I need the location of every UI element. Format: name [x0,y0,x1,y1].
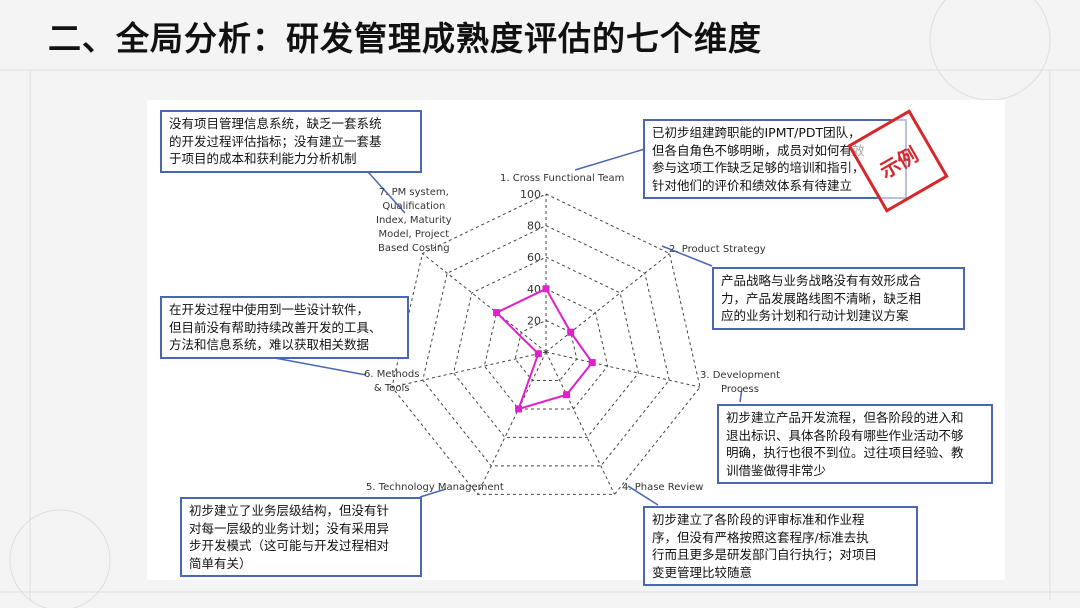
axis-label-line: 6. Methods [364,369,420,380]
note-line: 的开发过程评估指标；没有建立一套基 [169,133,382,149]
note-line: 行而且更多是研发部门自行执行；对项目 [652,547,878,562]
note-line: 训借鉴做得非常少 [726,462,827,478]
note-line: 没有项目管理信息系统，缺乏一套系统 [169,116,382,131]
tick-label: 80 [527,220,541,233]
axis-spoke [545,253,670,353]
axis-label: 6. Methods & Tools [364,368,419,396]
note-development-process: 初步建立产品开发流程，但各阶段的进入和退出标识、具体各阶段有哪些作业活动不够明确… [717,404,993,484]
note-line: 但目前没有帮助持续改善开发的工具、 [169,319,382,335]
note-product-strategy: 产品战略与业务战略没有有效形成合力，产品发展路线图不清晰，缺乏相应的业务计划和行… [712,267,965,330]
grid-ring [391,193,701,495]
data-point [542,285,550,293]
note-line: 对每一层级的业务计划；没有采用异 [189,520,390,536]
axis-label-line: Model, Project [378,229,450,240]
note-line: 针对他们的评价和绩效体系有待建立 [652,177,853,193]
axis-spoke [391,351,547,388]
axis-label-line: Process [721,384,759,395]
note-line: 于项目的成本和获利能力分析机制 [169,151,357,166]
series-line [494,287,594,411]
axis-spoke [422,253,547,353]
data-point [493,309,501,317]
note-connector [739,387,743,403]
axis-label-line: 2. Product Strategy [669,244,766,255]
axis-label-line: 4. Phase Review [622,482,704,493]
note-line: 明确，执行也很不到位。过往项目经验、教 [726,445,964,460]
note-line: 方法和信息系统，难以获取相关数据 [169,337,370,352]
axis-label-line: 3. Development [700,370,781,381]
note-line: 产品战略与业务战略没有有效形成合 [721,273,922,288]
axis-label: 1. Cross Functional Team [500,172,624,186]
note-connector [627,485,659,506]
axis-label: 2. Product Strategy [669,243,766,257]
note-line: 变更管理比较随意 [652,564,753,580]
note-connector [419,488,447,498]
note-line: 应的业务计划和行动计划建议方案 [721,308,909,323]
page-title: 二、全局分析：研发管理成熟度评估的七个维度 [48,19,762,58]
grid-ring [422,225,670,467]
note-connector [263,355,367,376]
grid-ring [514,319,578,381]
note-technology-management: 初步建立了业务层级结构，但没有针对每一层级的业务计划；没有采用异步开发模式（这可… [180,497,422,577]
note-line: 初步建立产品开发流程，但各阶段的进入和 [726,410,964,425]
note-connector [661,245,713,267]
tick-label: 20 [527,314,541,327]
note-line: 退出标识、具体各阶段有哪些作业活动不够 [726,427,964,443]
axis-label-line: 1. Cross Functional Team [500,173,625,184]
axis-label-line: Based Costing [378,243,450,254]
note-line: 序，但没有严格按照这套程序/标准去执 [652,529,869,545]
axis-label-line: Qualification [382,201,446,212]
note-line: 力，产品发展路线图不清晰，缺乏相 [721,290,922,306]
axis-spoke [545,351,616,495]
axis-label-line: 7. PM system, [378,187,449,198]
axis-spoke [476,351,547,495]
note-pm-system: 没有项目管理信息系统，缺乏一套系统的开发过程评估指标；没有建立一套基于项目的成本… [160,110,422,173]
note-line: 在开发过程中使用到一些设计软件， [169,302,370,317]
tick-label: 100 [520,188,541,201]
data-point [567,328,575,336]
note-connector [574,147,649,171]
axis-spoke [545,351,701,388]
note-line: 简单有关） [189,555,252,571]
note-line: 步开发模式（这可能与开发过程相对 [189,538,390,553]
note-line: 已初步组建跨职能的IPMT/PDT团队， [652,125,861,140]
tick-label: 60 [527,251,541,264]
data-point [588,359,596,367]
note-line: 但各自角色不够明晰，成员对如何有效 [652,142,865,158]
axis-label: 5. Technology Management [366,481,504,495]
data-point [515,405,523,413]
note-line: 参与这项工作缺乏足够的培训和指引， [652,160,865,175]
data-point [563,391,571,399]
grid-ring [483,288,609,410]
note-phase-review: 初步建立了各阶段的评审标准和作业程序，但没有严格按照这套程序/标准去执行而且更多… [643,506,918,586]
axis-label-line: 5. Technology Management [366,482,504,493]
axis-label: 4. Phase Review [622,481,703,495]
note-line: 初步建立了各阶段的评审标准和作业程 [652,512,865,527]
axis-label-line: & Tools [373,383,410,394]
axis-label-line: Index, Maturity [376,215,452,226]
note-methods-tools: 在开发过程中使用到一些设计软件， 但目前没有帮助持续改善开发的工具、方法和信息系统… [160,296,409,359]
data-point [534,350,542,358]
note-line: 初步建立了业务层级结构，但没有针 [189,503,390,518]
